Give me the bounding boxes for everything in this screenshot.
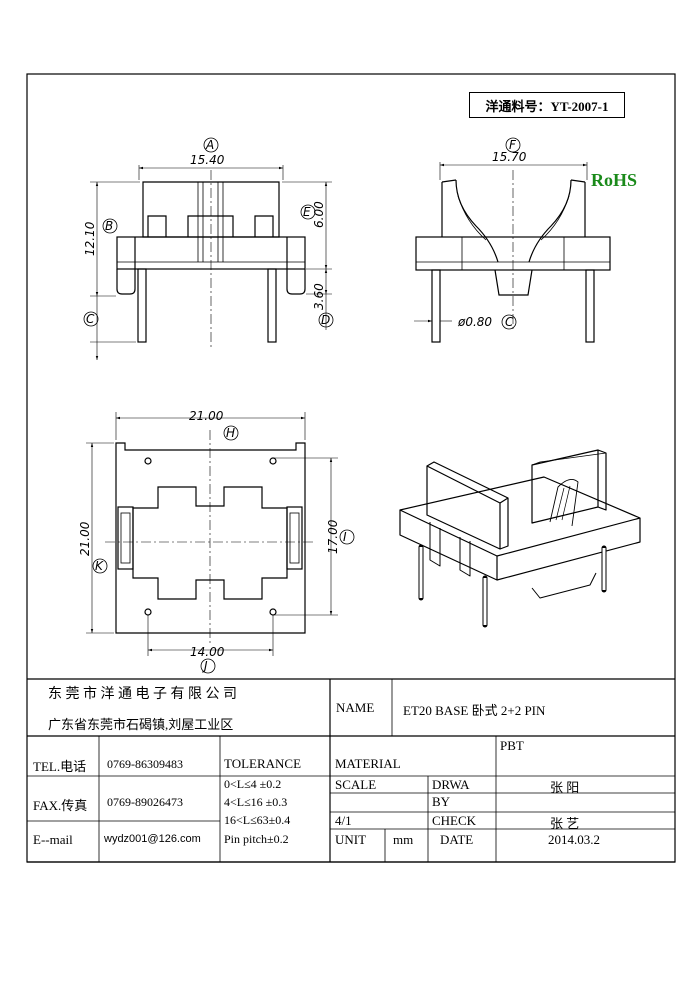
name-value: ET20 BASE 卧式 2+2 PIN [403, 703, 546, 718]
dim-b-value: 12.10 [83, 221, 97, 256]
dim-b-label: B [105, 219, 113, 233]
isometric-view [399, 449, 641, 628]
date-label: DATE [440, 832, 474, 847]
drawn-label-1: DRWA [432, 777, 470, 792]
dim-a-label: A [205, 138, 214, 152]
name-label: NAME [336, 700, 375, 715]
rohs-mark: RoHS [591, 170, 638, 190]
tolerance-row-1: 0<L≤4 ±0.2 [224, 777, 282, 791]
dim-c-label: C [86, 312, 95, 326]
scale-label: SCALE [335, 777, 377, 792]
dim-j-label: J [202, 659, 208, 673]
dim-d-value: 3.60 [312, 283, 326, 310]
tolerance-row-3: 16<L≤63±0.4 [224, 813, 291, 827]
company-address: 广东省东莞市石碣镇,刘屋工业区 [48, 717, 234, 732]
dim-e-label: E [303, 205, 311, 219]
front-view [83, 137, 334, 360]
side-view [414, 137, 611, 343]
dim-d-label: D [321, 313, 330, 327]
dim-f-label: F [509, 138, 517, 152]
tel-label: TEL.电话 [33, 759, 87, 774]
unit-label: UNIT [335, 832, 367, 847]
date-value: 2014.03.2 [548, 832, 600, 847]
dim-h-value: 21.00 [189, 409, 224, 423]
drawn-label-2: BY [432, 794, 451, 809]
check-value: 张 艺 [550, 816, 580, 831]
tolerance-label: TOLERANCE [224, 756, 302, 771]
dim-i-label: I [343, 530, 347, 544]
bottom-view [86, 412, 355, 674]
unit-value: mm [393, 832, 414, 847]
fax-value: 0769-89026473 [107, 795, 183, 809]
material-label: MATERIAL [335, 756, 401, 771]
check-label: CHECK [432, 813, 477, 828]
dim-a-value: 15.40 [190, 153, 225, 167]
scale-value: 4/1 [335, 813, 352, 828]
dim-k-label: K [95, 559, 104, 573]
dim-h-label: H [226, 426, 235, 440]
part-number: 洋通料号：YT-2007-1 [485, 98, 609, 114]
tel-value: 0769-86309483 [107, 757, 183, 771]
dim-e-value: 6.00 [312, 201, 326, 228]
material-value: PBT [500, 738, 524, 753]
dim-f-value: 15.70 [492, 150, 527, 164]
part-number-box: 洋通料号：YT-2007-1 [469, 92, 625, 118]
tolerance-row-2: 4<L≤16 ±0.3 [224, 795, 288, 809]
title-block-grid [27, 678, 675, 863]
fax-label: FAX.传真 [33, 798, 88, 813]
tolerance-row-4: Pin pitch±0.2 [224, 832, 289, 846]
dim-k-value: 21.00 [78, 521, 92, 556]
dim-i-value: 17.00 [326, 519, 340, 554]
drawn-by-value: 张 阳 [550, 780, 580, 795]
email-label: E--mail [33, 832, 73, 847]
company-name: 东 莞 市 洋 通 电 子 有 限 公 司 [48, 687, 237, 702]
dim-j-value: 14.00 [190, 645, 225, 659]
dim-pin-diameter: ø0.80 [457, 315, 492, 329]
drawing-border [26, 73, 676, 863]
dim-c2-label: C [505, 315, 514, 329]
email-value: wydz001@126.com [104, 833, 201, 845]
